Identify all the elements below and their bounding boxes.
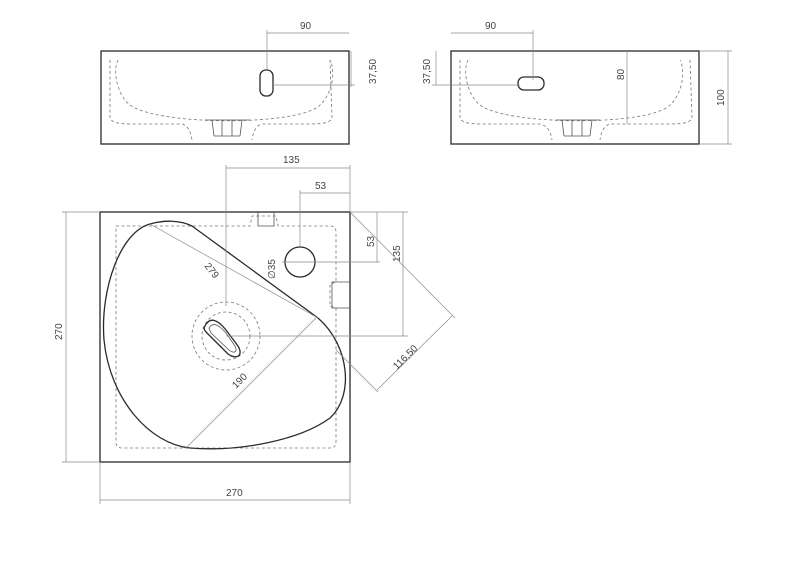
- plan-dim-11650-line: [376, 315, 453, 391]
- plan-view-bowl: [102, 220, 347, 450]
- front-view-drain: [205, 119, 250, 137]
- plan-dim-270-v-text: 270: [54, 323, 65, 340]
- plan-dim-135-h-text: 135: [283, 155, 300, 166]
- side-view: 90 37,50 80 100: [422, 21, 732, 145]
- side-view-drain: [556, 119, 600, 137]
- plan-dim-190-line: [185, 317, 317, 449]
- front-dim-90-text: 90: [300, 21, 312, 32]
- front-view-bowl-hidden: [115, 59, 334, 122]
- front-view: 90 37,50: [100, 21, 379, 145]
- plan-dim-11650-ext2: [335, 349, 379, 393]
- plan-dim-135-v-text: 135: [392, 245, 403, 262]
- side-dim-3750-text: 37,50: [422, 59, 433, 84]
- front-view-overflow-slot: [259, 69, 274, 97]
- plan-view-outline: [99, 211, 351, 463]
- plan-dim-11650-text: 116,50: [391, 343, 420, 372]
- plan-dim-53-h-text: 53: [315, 181, 327, 192]
- front-dim-3750-text: 37,50: [368, 59, 379, 84]
- side-view-bowl-hidden: [465, 59, 684, 122]
- front-view-outline: [100, 50, 350, 145]
- side-view-overflow-slot: [517, 76, 545, 91]
- plan-dim-270-h-text: 270: [226, 488, 243, 499]
- plan-dim-diameter-text: ∅35: [267, 259, 278, 279]
- side-dim-100-text: 100: [716, 89, 727, 106]
- plan-view-side-notch: [331, 281, 350, 309]
- side-view-outline: [450, 50, 700, 145]
- plan-dim-279-line: [149, 223, 319, 319]
- plan-view-rim-hidden: [115, 215, 337, 449]
- plan-view-drain-slot-inner: [208, 324, 237, 353]
- plan-view: 135 53 53 135 ∅35 279 190 116,50 270: [54, 155, 456, 504]
- side-view-inner-hidden: [459, 59, 693, 141]
- plan-view-notch: [257, 212, 275, 227]
- plan-dim-11650-ext1: [349, 211, 456, 319]
- plan-dim-279-text: 279: [202, 261, 221, 281]
- plan-view-drain-slot: [203, 319, 241, 358]
- side-dim-90-text: 90: [485, 21, 497, 32]
- plan-dim-190-text: 190: [230, 371, 250, 391]
- front-view-inner-hidden: [109, 59, 333, 141]
- side-dim-80-text: 80: [616, 68, 627, 80]
- plan-dim-53-v-text: 53: [366, 235, 377, 247]
